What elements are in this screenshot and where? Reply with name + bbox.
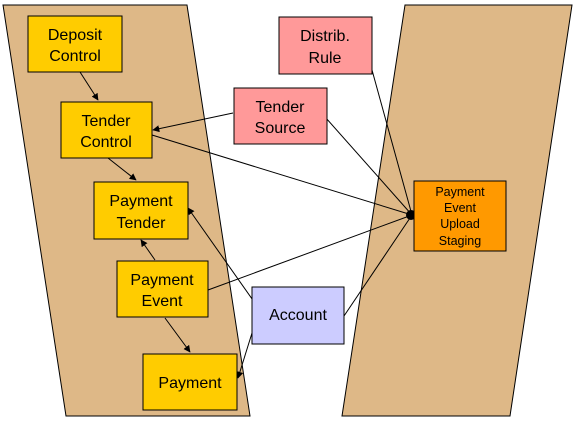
deposit-control-label-line1: Deposit bbox=[48, 27, 103, 44]
payment-tender-label-line1: Payment bbox=[109, 193, 173, 210]
edge-account-to-payment-tender bbox=[187, 207, 258, 307]
edge-tender-control-to-payment-tender bbox=[107, 157, 137, 181]
deposit-control-box bbox=[27, 15, 123, 73]
tender-source-label-line1: Tender bbox=[256, 99, 306, 116]
tender-control-label-line1: Tender bbox=[82, 113, 132, 130]
distrib-rule-box bbox=[278, 16, 373, 75]
staging-label-line2: Event bbox=[444, 201, 476, 215]
account-box bbox=[251, 286, 345, 345]
edge-tender-control-to-staging bbox=[151, 134, 413, 216]
payment-tender-box bbox=[93, 181, 189, 240]
payment-event-box bbox=[116, 260, 209, 318]
node-payment-tender: Payment Tender bbox=[93, 181, 189, 240]
payment-label: Payment bbox=[158, 375, 222, 392]
distrib-rule-label-line2: Rule bbox=[309, 50, 342, 67]
payment-tender-label-line2: Tender bbox=[117, 215, 167, 232]
node-account: Account bbox=[251, 286, 345, 345]
node-tender-source: Tender Source bbox=[233, 87, 328, 145]
edge-distrib-rule-to-staging bbox=[371, 69, 413, 216]
staging-label-line4: Staging bbox=[439, 234, 481, 248]
edge-payment-event-to-staging bbox=[207, 214, 413, 291]
edge-tender-source-to-tender-control bbox=[152, 112, 234, 133]
payment-event-label-line1: Payment bbox=[130, 272, 194, 289]
node-tender-control: Tender Control bbox=[60, 101, 153, 159]
account-label: Account bbox=[269, 307, 327, 324]
edge-payment-event-to-payment bbox=[164, 317, 191, 353]
node-payment: Payment bbox=[142, 353, 238, 411]
tender-source-label-line2: Source bbox=[255, 120, 306, 137]
node-deposit-control: Deposit Control bbox=[27, 15, 123, 73]
edge-deposit-to-tender-control bbox=[79, 71, 99, 101]
tender-source-box bbox=[233, 87, 328, 145]
node-payment-event-upload-staging: Payment Event Upload Staging bbox=[413, 180, 507, 252]
payment-box bbox=[142, 353, 238, 411]
edge-account-to-staging bbox=[343, 214, 413, 317]
staging-label-line3: Upload bbox=[440, 217, 480, 231]
tender-control-label-line2: Control bbox=[80, 134, 132, 151]
node-payment-event: Payment Event bbox=[116, 260, 209, 318]
deposit-control-label-line2: Control bbox=[49, 48, 101, 65]
staging-label-line1: Payment bbox=[435, 185, 485, 199]
distrib-rule-label-line1: Distrib. bbox=[300, 28, 350, 45]
edge-account-to-payment bbox=[236, 332, 253, 379]
tender-control-box bbox=[60, 101, 153, 159]
payment-event-label-line2: Event bbox=[142, 293, 183, 310]
edge-payment-event-to-payment-tender bbox=[140, 239, 156, 261]
node-distrib-rule: Distrib. Rule bbox=[278, 16, 373, 75]
staging-box bbox=[413, 180, 507, 252]
